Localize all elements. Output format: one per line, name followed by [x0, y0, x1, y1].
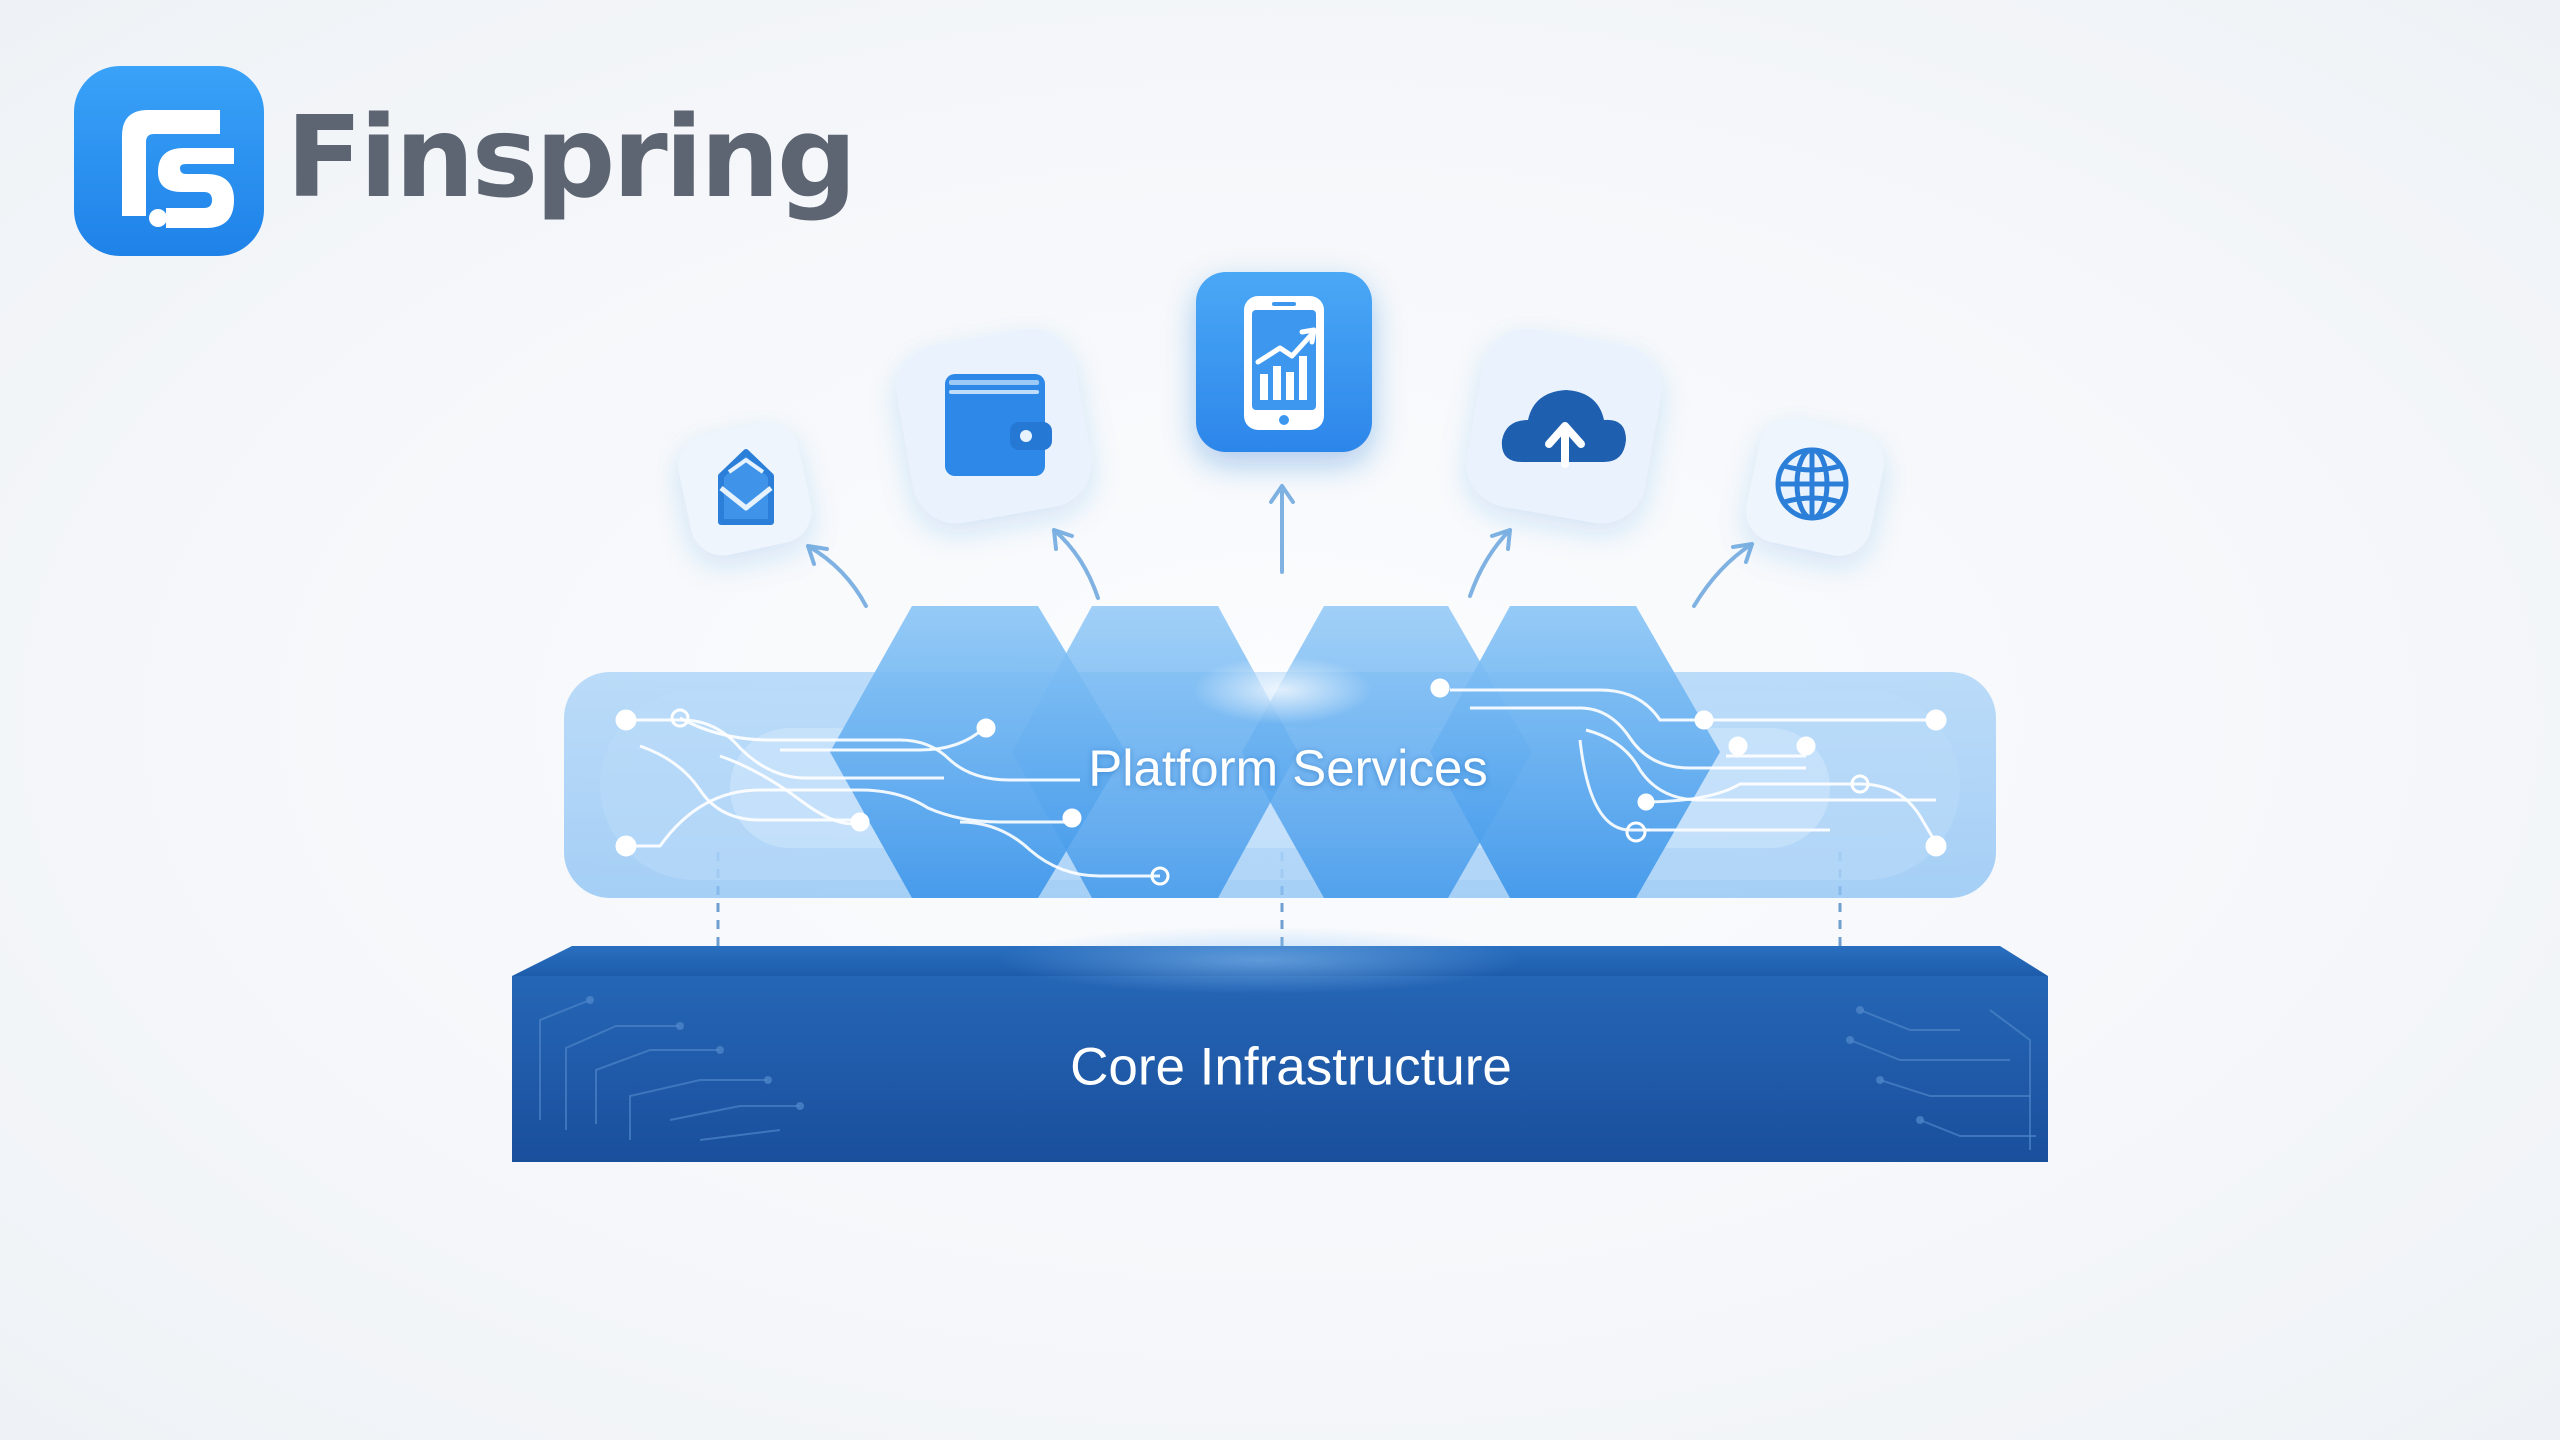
arrow-to-mobile	[1269, 484, 1295, 574]
hexagon-4	[1430, 606, 1720, 898]
arrow-to-cloud	[1468, 528, 1512, 598]
arrow-to-wallet	[1052, 528, 1100, 600]
cloud-upload-icon	[1501, 390, 1626, 468]
platform-services-label: Platform Services	[1088, 739, 1488, 797]
hexagon-cluster	[830, 606, 1720, 898]
envelope-icon	[718, 449, 774, 525]
finspring-logo-icon	[74, 66, 264, 256]
wallet-icon	[945, 374, 1052, 476]
globe-icon	[1775, 447, 1849, 521]
arrow-to-globe	[1692, 542, 1754, 608]
arrow-to-envelope	[806, 544, 868, 608]
core-infrastructure-label: Core Infrastructure	[1070, 1037, 1512, 1097]
connector-arrows	[806, 484, 1754, 608]
brand-name: Finspring	[286, 93, 857, 223]
core-infrastructure-layer	[512, 926, 2048, 1162]
circuit-nodes	[615, 678, 1947, 886]
mobile-analytics-icon	[1244, 296, 1324, 430]
